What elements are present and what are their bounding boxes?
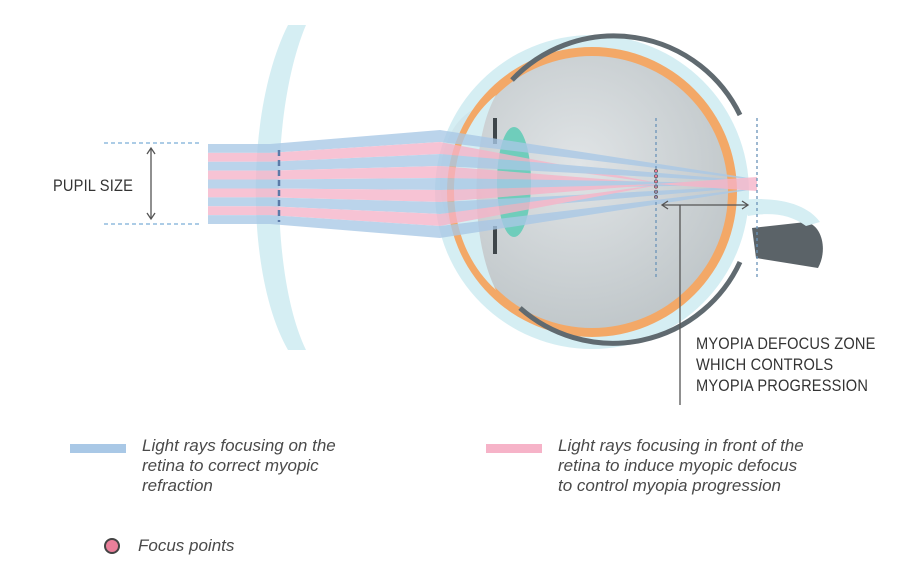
legend-line: to control myopia progression [558, 476, 782, 495]
legend-line: retina to correct myopic [142, 456, 319, 475]
light-rays [208, 130, 757, 238]
legend-line: Light rays focusing in front of the [558, 436, 804, 455]
pink-ray [208, 166, 656, 184]
corrective-lens [255, 25, 306, 350]
pink-ray-swatch [486, 444, 542, 453]
blue-ray [208, 187, 757, 238]
legend-focus-text: Focus points [138, 536, 235, 555]
pupil-size-indicator [104, 142, 200, 225]
iris-bottom [493, 226, 497, 254]
blue-ray-swatch [70, 444, 126, 453]
pink-ray [208, 184, 656, 202]
legend-pink-text: Light rays focusing in front of the reti… [558, 436, 804, 496]
pink-ray [208, 142, 656, 183]
optic-nerve-sheath [742, 199, 820, 226]
focus-point-icon [104, 538, 120, 554]
iris-top [493, 118, 497, 144]
defocus-zone-label-line: MYOPIA DEFOCUS ZONE [696, 334, 876, 353]
blue-ray [208, 130, 757, 181]
legend-line: retina to induce myopic defocus [558, 456, 798, 475]
eye-globe [456, 56, 728, 328]
blue-ray [208, 154, 757, 183]
optic-nerve [752, 222, 823, 268]
legend-pink-rays: Light rays focusing in front of the reti… [486, 436, 804, 496]
pink-ray-tip [656, 177, 757, 191]
defocus-zone-label-line: MYOPIA PROGRESSION [696, 376, 869, 395]
pink-ray [208, 185, 656, 226]
pupil-size-label: PUPIL SIZE [53, 176, 133, 195]
defocus-zone-label-line: WHICH CONTROLS [696, 355, 834, 374]
legend-blue-text: Light rays focusing on the retina to cor… [142, 436, 336, 496]
defocus-zone-label: MYOPIA DEFOCUS ZONE WHICH CONTROLS MYOPI… [696, 333, 876, 396]
focus-point-dot [654, 174, 658, 179]
legend-focus-points: Focus points [104, 536, 234, 556]
legend-line: Light rays focusing on the [142, 436, 336, 455]
defocus-zone-arrow [660, 200, 750, 405]
retina-bottom [518, 260, 743, 346]
legend-blue-rays: Light rays focusing on the retina to cor… [70, 436, 336, 496]
legend-line: refraction [142, 476, 213, 495]
blue-ray [208, 178, 757, 190]
retina-top [510, 33, 743, 117]
blue-ray [208, 185, 757, 214]
